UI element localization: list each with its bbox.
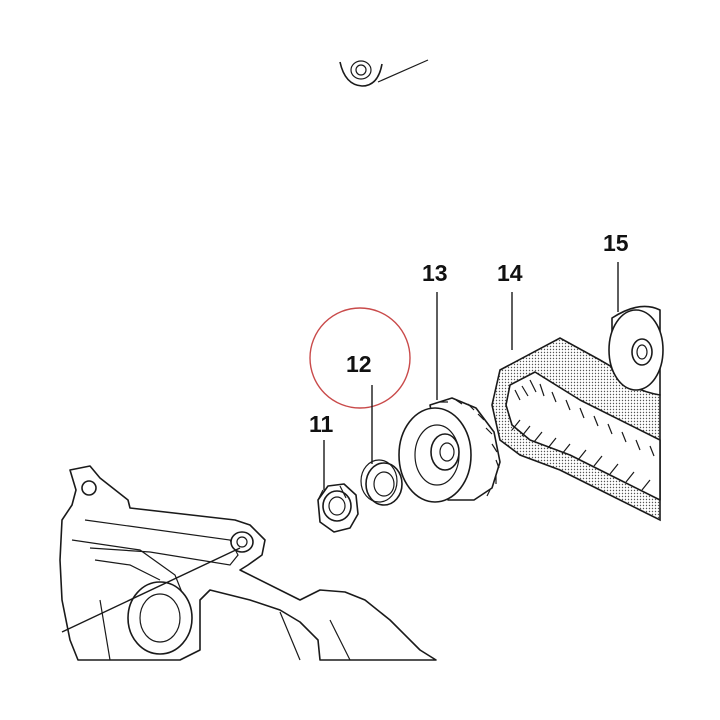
top-partial-component [339,59,429,87]
part-11-nut [317,483,359,533]
callout-12-highlight-ring [309,307,411,409]
callout-12: 12 [346,351,372,377]
part-12-washer [360,459,403,506]
callout-13: 13 [422,260,448,286]
part-14-timing-belt [491,337,661,522]
callout-11: 11 [309,411,334,437]
callout-15: 15 [603,230,629,256]
engine-housing [59,465,437,661]
part-15-roller [608,305,664,396]
housing-leader-line [61,547,241,633]
callout-14: 14 [497,260,523,286]
part-13-sprocket [398,397,501,503]
